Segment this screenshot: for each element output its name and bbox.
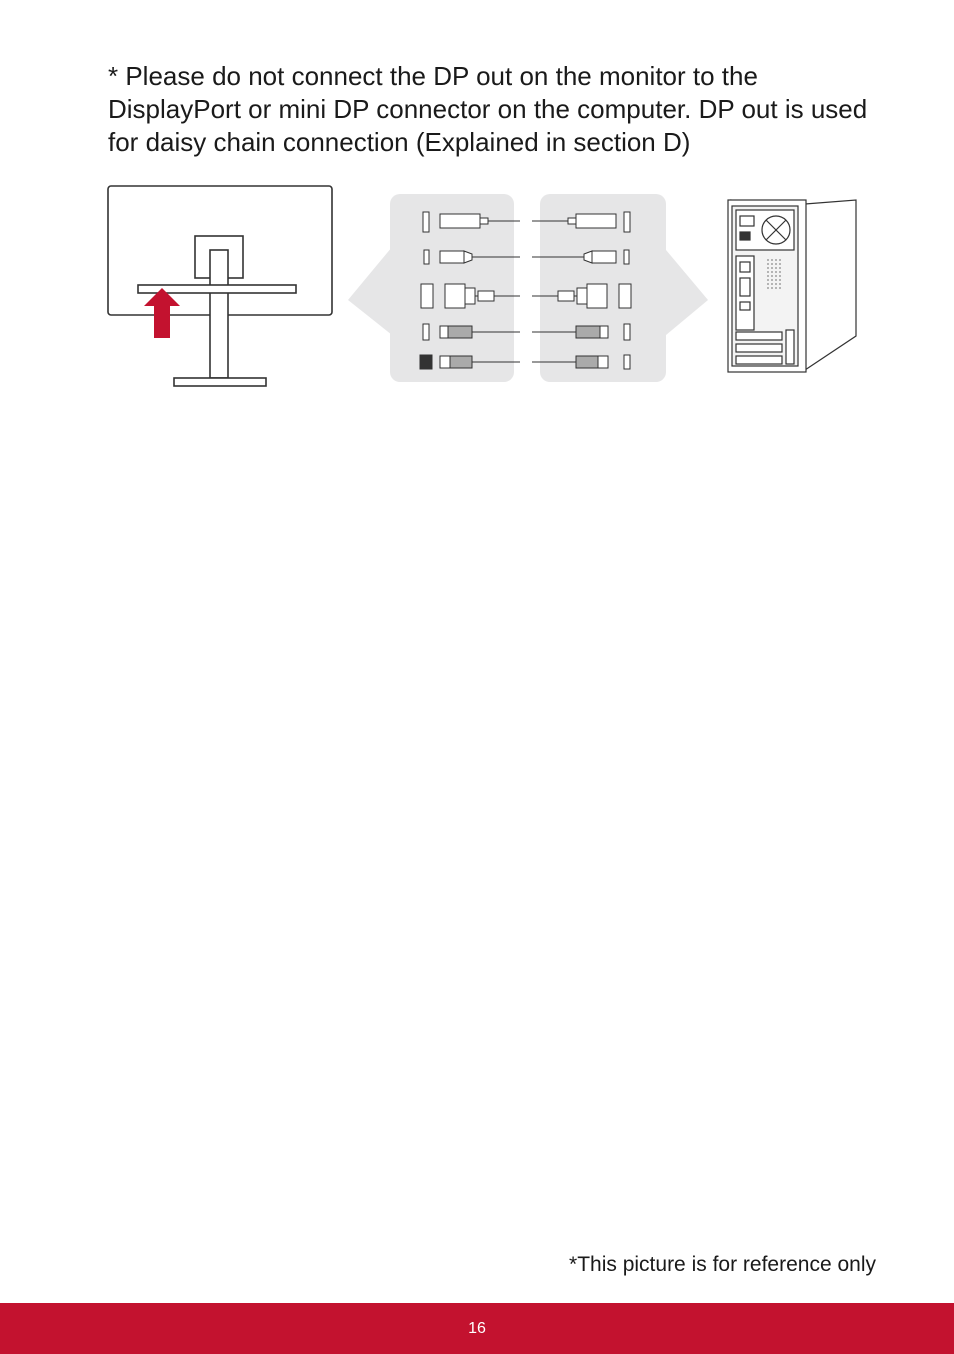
cable-connector-icon (419, 211, 632, 370)
pointer-right (666, 250, 708, 335)
connection-warning-note: * Please do not connect the DP out on th… (108, 61, 868, 157)
connection-diagram (100, 180, 870, 395)
page-footer: 16 (0, 1303, 954, 1354)
pointer-left (348, 247, 392, 335)
monitor-rear-icon (107, 185, 333, 387)
page-number: 16 (468, 1320, 486, 1337)
reference-only-note: *This picture is for reference only (569, 1253, 876, 1276)
computer-tower-icon (727, 199, 857, 373)
red-up-arrow-icon (144, 288, 180, 338)
